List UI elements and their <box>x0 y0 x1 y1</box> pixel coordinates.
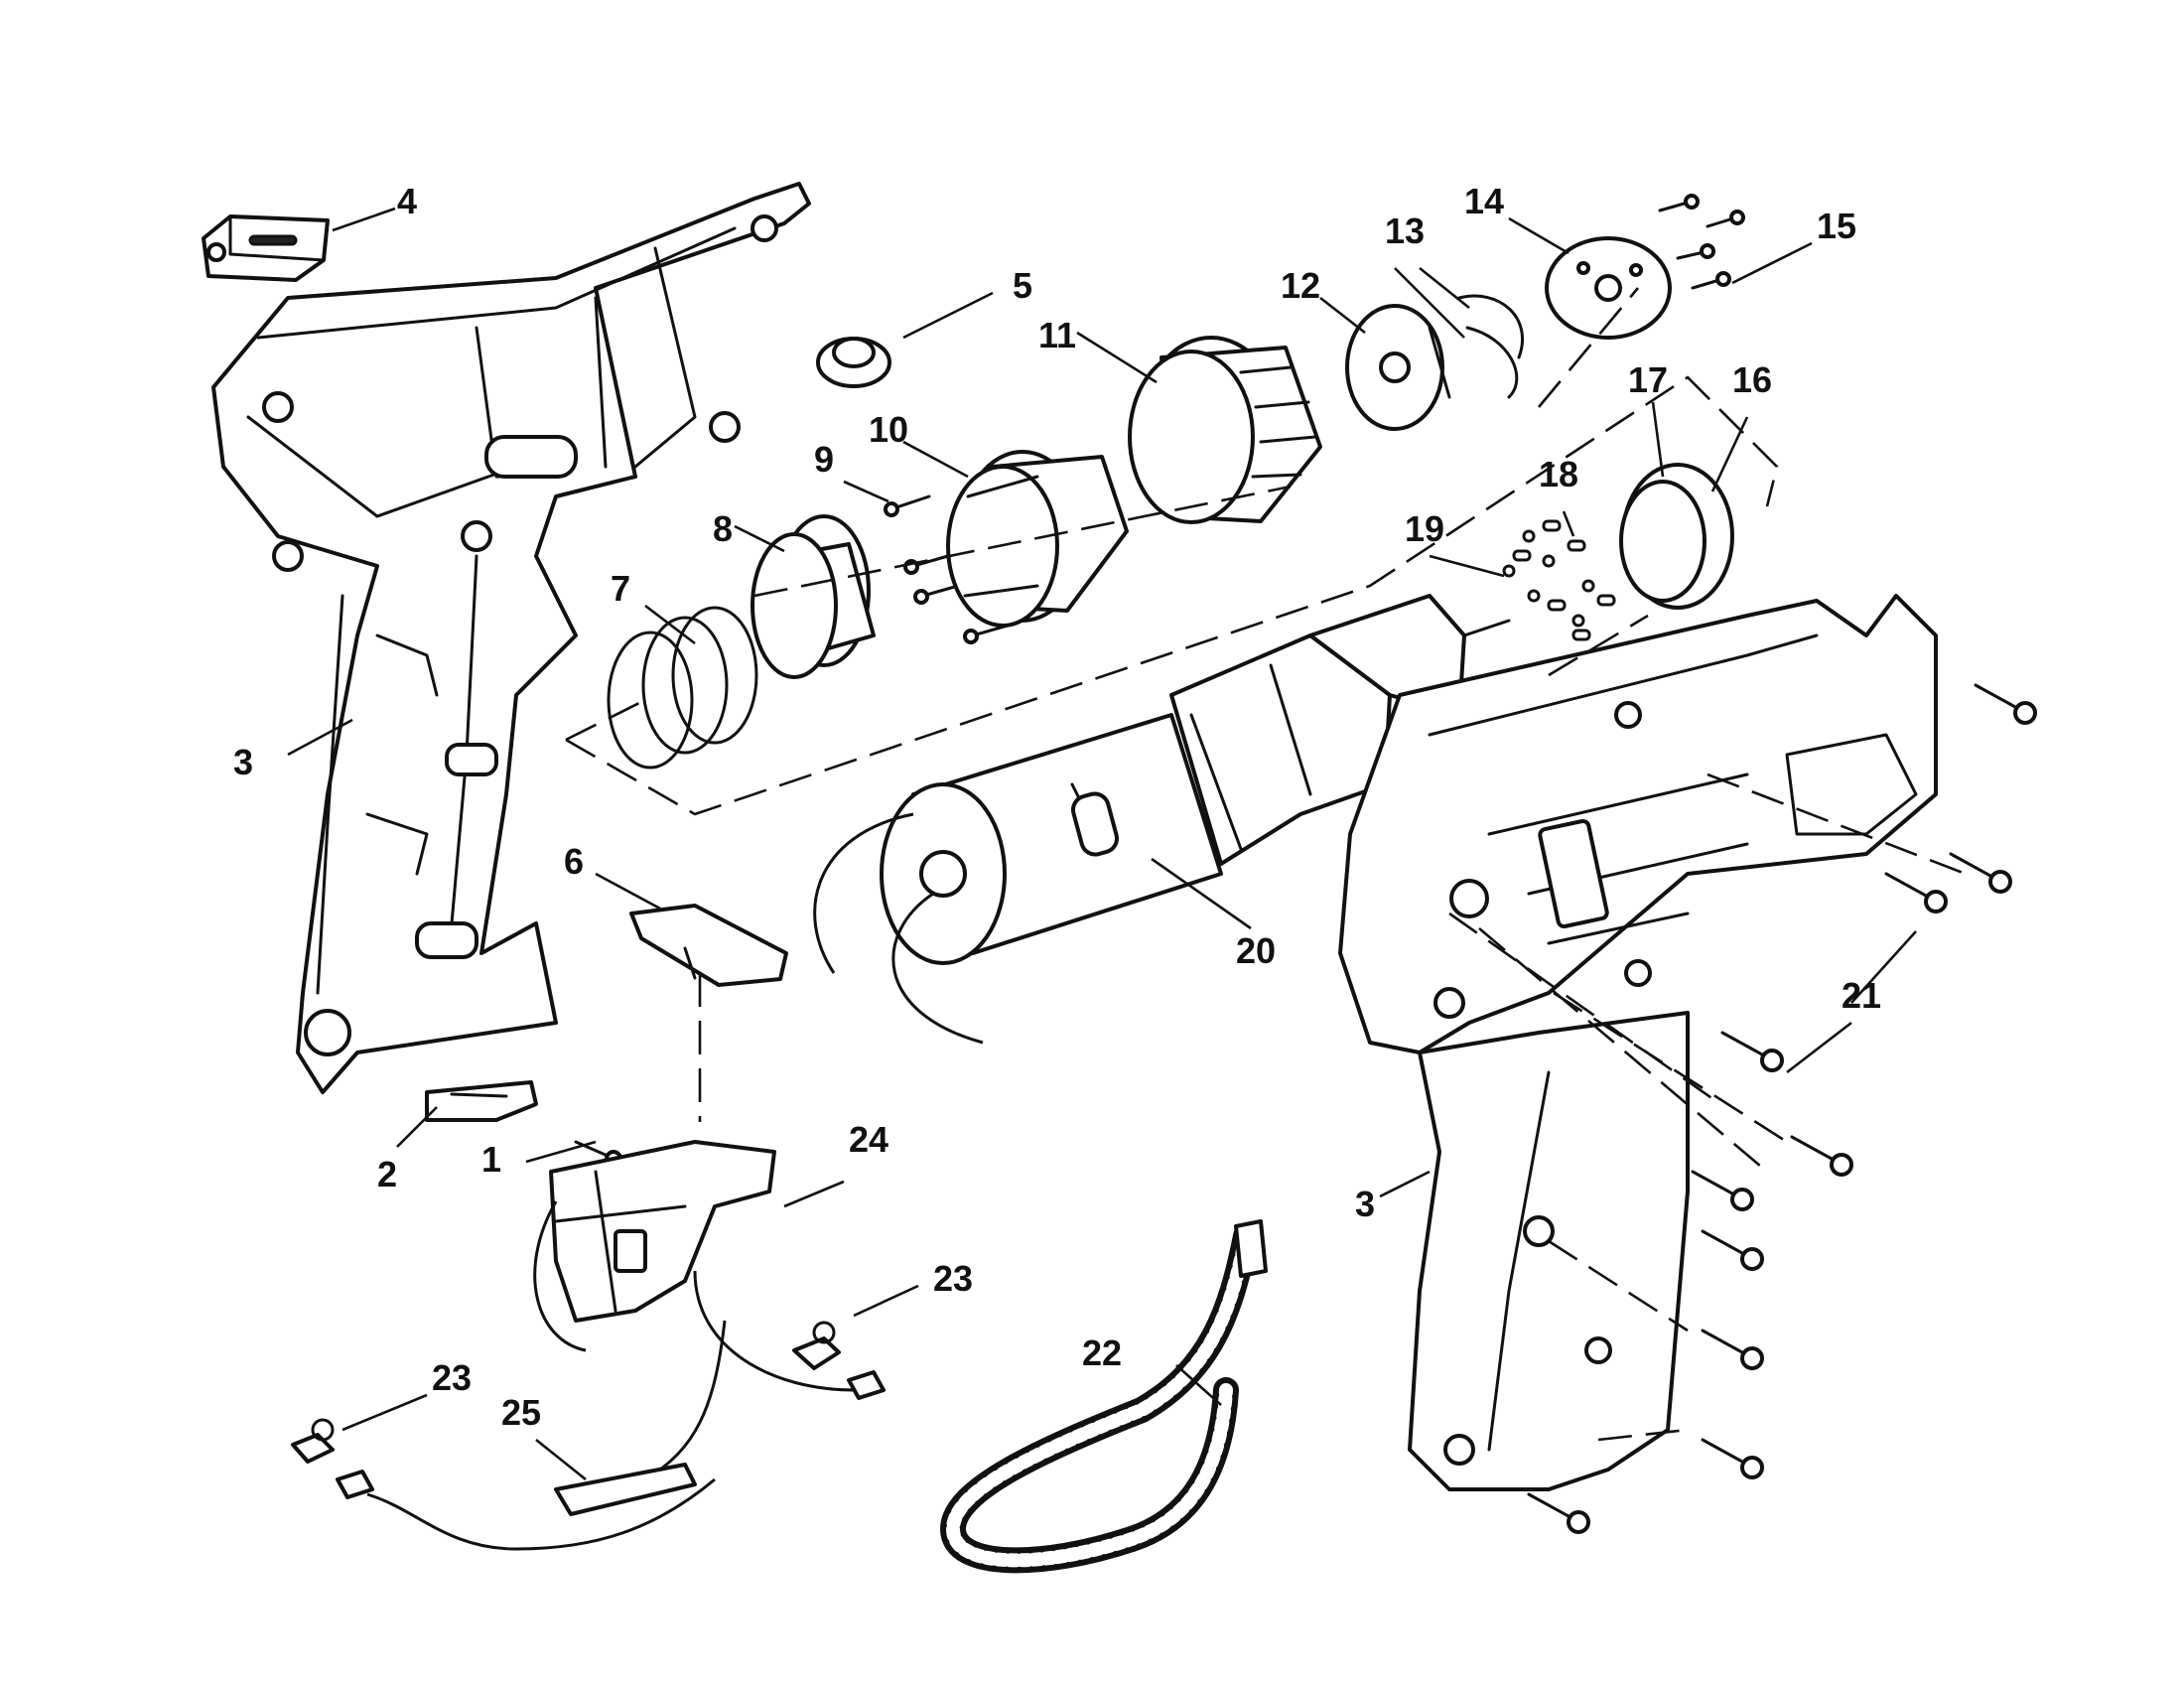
callout-13: 13 <box>1385 210 1425 251</box>
callout-15: 15 <box>1817 206 1856 246</box>
part-23-terminal-b <box>291 1418 374 1499</box>
part-7-rings <box>607 606 758 770</box>
callout-14: 14 <box>1464 181 1504 221</box>
callout-18: 18 <box>1539 454 1578 494</box>
part-5-selector-knob <box>816 337 891 388</box>
callout-7: 7 <box>611 568 630 609</box>
leader-lines <box>287 207 1917 1481</box>
callout-4: 4 <box>397 181 417 221</box>
callout-16: 16 <box>1732 359 1772 400</box>
part-8-ring-gear <box>751 514 876 679</box>
part-12-plate <box>1345 304 1451 431</box>
part-16-17-rings <box>1619 463 1734 610</box>
part-11-clutch-collar <box>1128 336 1322 524</box>
callout-1: 1 <box>481 1139 501 1180</box>
part-9-screws <box>884 494 1010 644</box>
part-23-terminal-a <box>792 1321 886 1400</box>
callout-19: 19 <box>1405 508 1444 549</box>
part-13-clips <box>1457 294 1525 399</box>
callout-12: 12 <box>1281 265 1320 306</box>
callout-5: 5 <box>1013 265 1032 306</box>
part-14-cover-plate <box>1545 236 1672 340</box>
callout-2: 2 <box>377 1154 397 1194</box>
callout-21: 21 <box>1842 975 1881 1016</box>
callout-22: 22 <box>1082 1333 1122 1373</box>
part-24-switch <box>533 1140 855 1481</box>
callout-20: 20 <box>1236 930 1276 971</box>
part-4-cap <box>202 214 330 282</box>
callout-3-right: 3 <box>1355 1184 1375 1224</box>
left-housing-half <box>211 182 811 1094</box>
callout-24: 24 <box>849 1119 888 1160</box>
part-21-screws <box>1527 683 2037 1534</box>
callout-8: 8 <box>713 508 733 549</box>
part-25-wire-tag <box>366 1463 716 1551</box>
callout-17: 17 <box>1628 359 1668 400</box>
callout-labels: 1 2 3 3 4 5 6 7 8 9 10 11 12 13 14 15 16… <box>233 181 1881 1433</box>
callout-25: 25 <box>501 1392 541 1433</box>
assembly-dashed-lines <box>565 287 1967 1442</box>
part-18-19-pins <box>1502 519 1616 641</box>
callout-11: 11 <box>1038 315 1076 355</box>
part-22-wrist-strap <box>939 1219 1268 1574</box>
part-15-screws <box>1658 194 1745 290</box>
callout-23-lower: 23 <box>432 1357 472 1398</box>
callout-9: 9 <box>814 439 834 480</box>
callout-6: 6 <box>564 841 584 882</box>
callout-10: 10 <box>869 409 908 450</box>
callout-23-upper: 23 <box>933 1258 973 1299</box>
right-housing-half <box>1338 594 1938 1491</box>
part-6-switch-cover <box>629 904 788 987</box>
callout-3-left: 3 <box>233 742 253 782</box>
part-20-motor-assembly <box>813 594 1511 1045</box>
part-2-bracket <box>425 1080 538 1122</box>
